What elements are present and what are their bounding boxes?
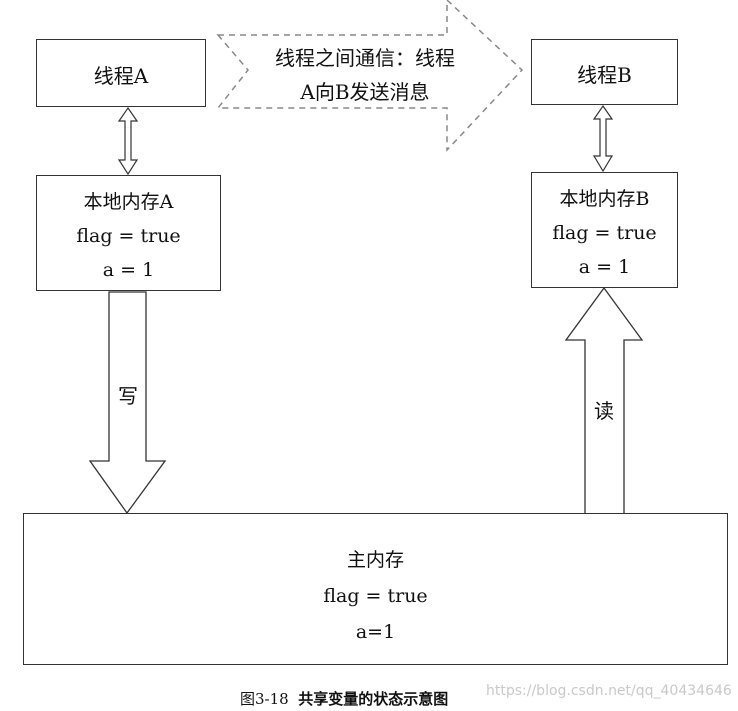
local-memory-a-box: 本地内存A flag = true a = 1 [36, 175, 221, 291]
message-arrow-shape [216, 0, 524, 152]
thread-b-box: 线程B [531, 39, 678, 105]
local-memory-a-flag: flag = true [76, 225, 181, 247]
main-memory-value: a=1 [355, 621, 396, 643]
figure-caption: 图3-18 共享变量的状态示意图 [240, 688, 448, 709]
local-memory-b-title: 本地内存B [559, 188, 650, 210]
double-arrow-a [117, 106, 139, 176]
message-line-1: 线程之间通信：线程 [275, 46, 455, 70]
double-arrow-b [592, 104, 614, 173]
read-arrow-label: 读 [594, 399, 614, 423]
write-arrow-label: 写 [118, 384, 138, 408]
thread-b-label: 线程B [577, 63, 632, 87]
local-memory-b-box: 本地内存B flag = true a = 1 [531, 172, 678, 288]
figure-number: 图3-18 [240, 690, 289, 708]
message-line-2: A向B发送消息 [300, 80, 430, 104]
local-memory-a-title: 本地内存A [83, 191, 174, 213]
thread-a-box: 线程A [36, 39, 206, 107]
watermark: https://blog.csdn.net/qq_40434646 [486, 683, 732, 699]
local-memory-b-flag: flag = true [552, 222, 657, 244]
main-memory-title: 主内存 [346, 549, 404, 571]
local-memory-b-value: a = 1 [578, 256, 631, 278]
main-memory-box: 主内存 flag = true a=1 [23, 513, 728, 665]
write-arrow-shape [88, 291, 167, 515]
thread-a-label: 线程A [93, 64, 149, 88]
local-memory-a-value: a = 1 [102, 259, 155, 281]
main-memory-flag: flag = true [323, 585, 428, 607]
figure-title: 共享变量的状态示意图 [298, 690, 449, 708]
